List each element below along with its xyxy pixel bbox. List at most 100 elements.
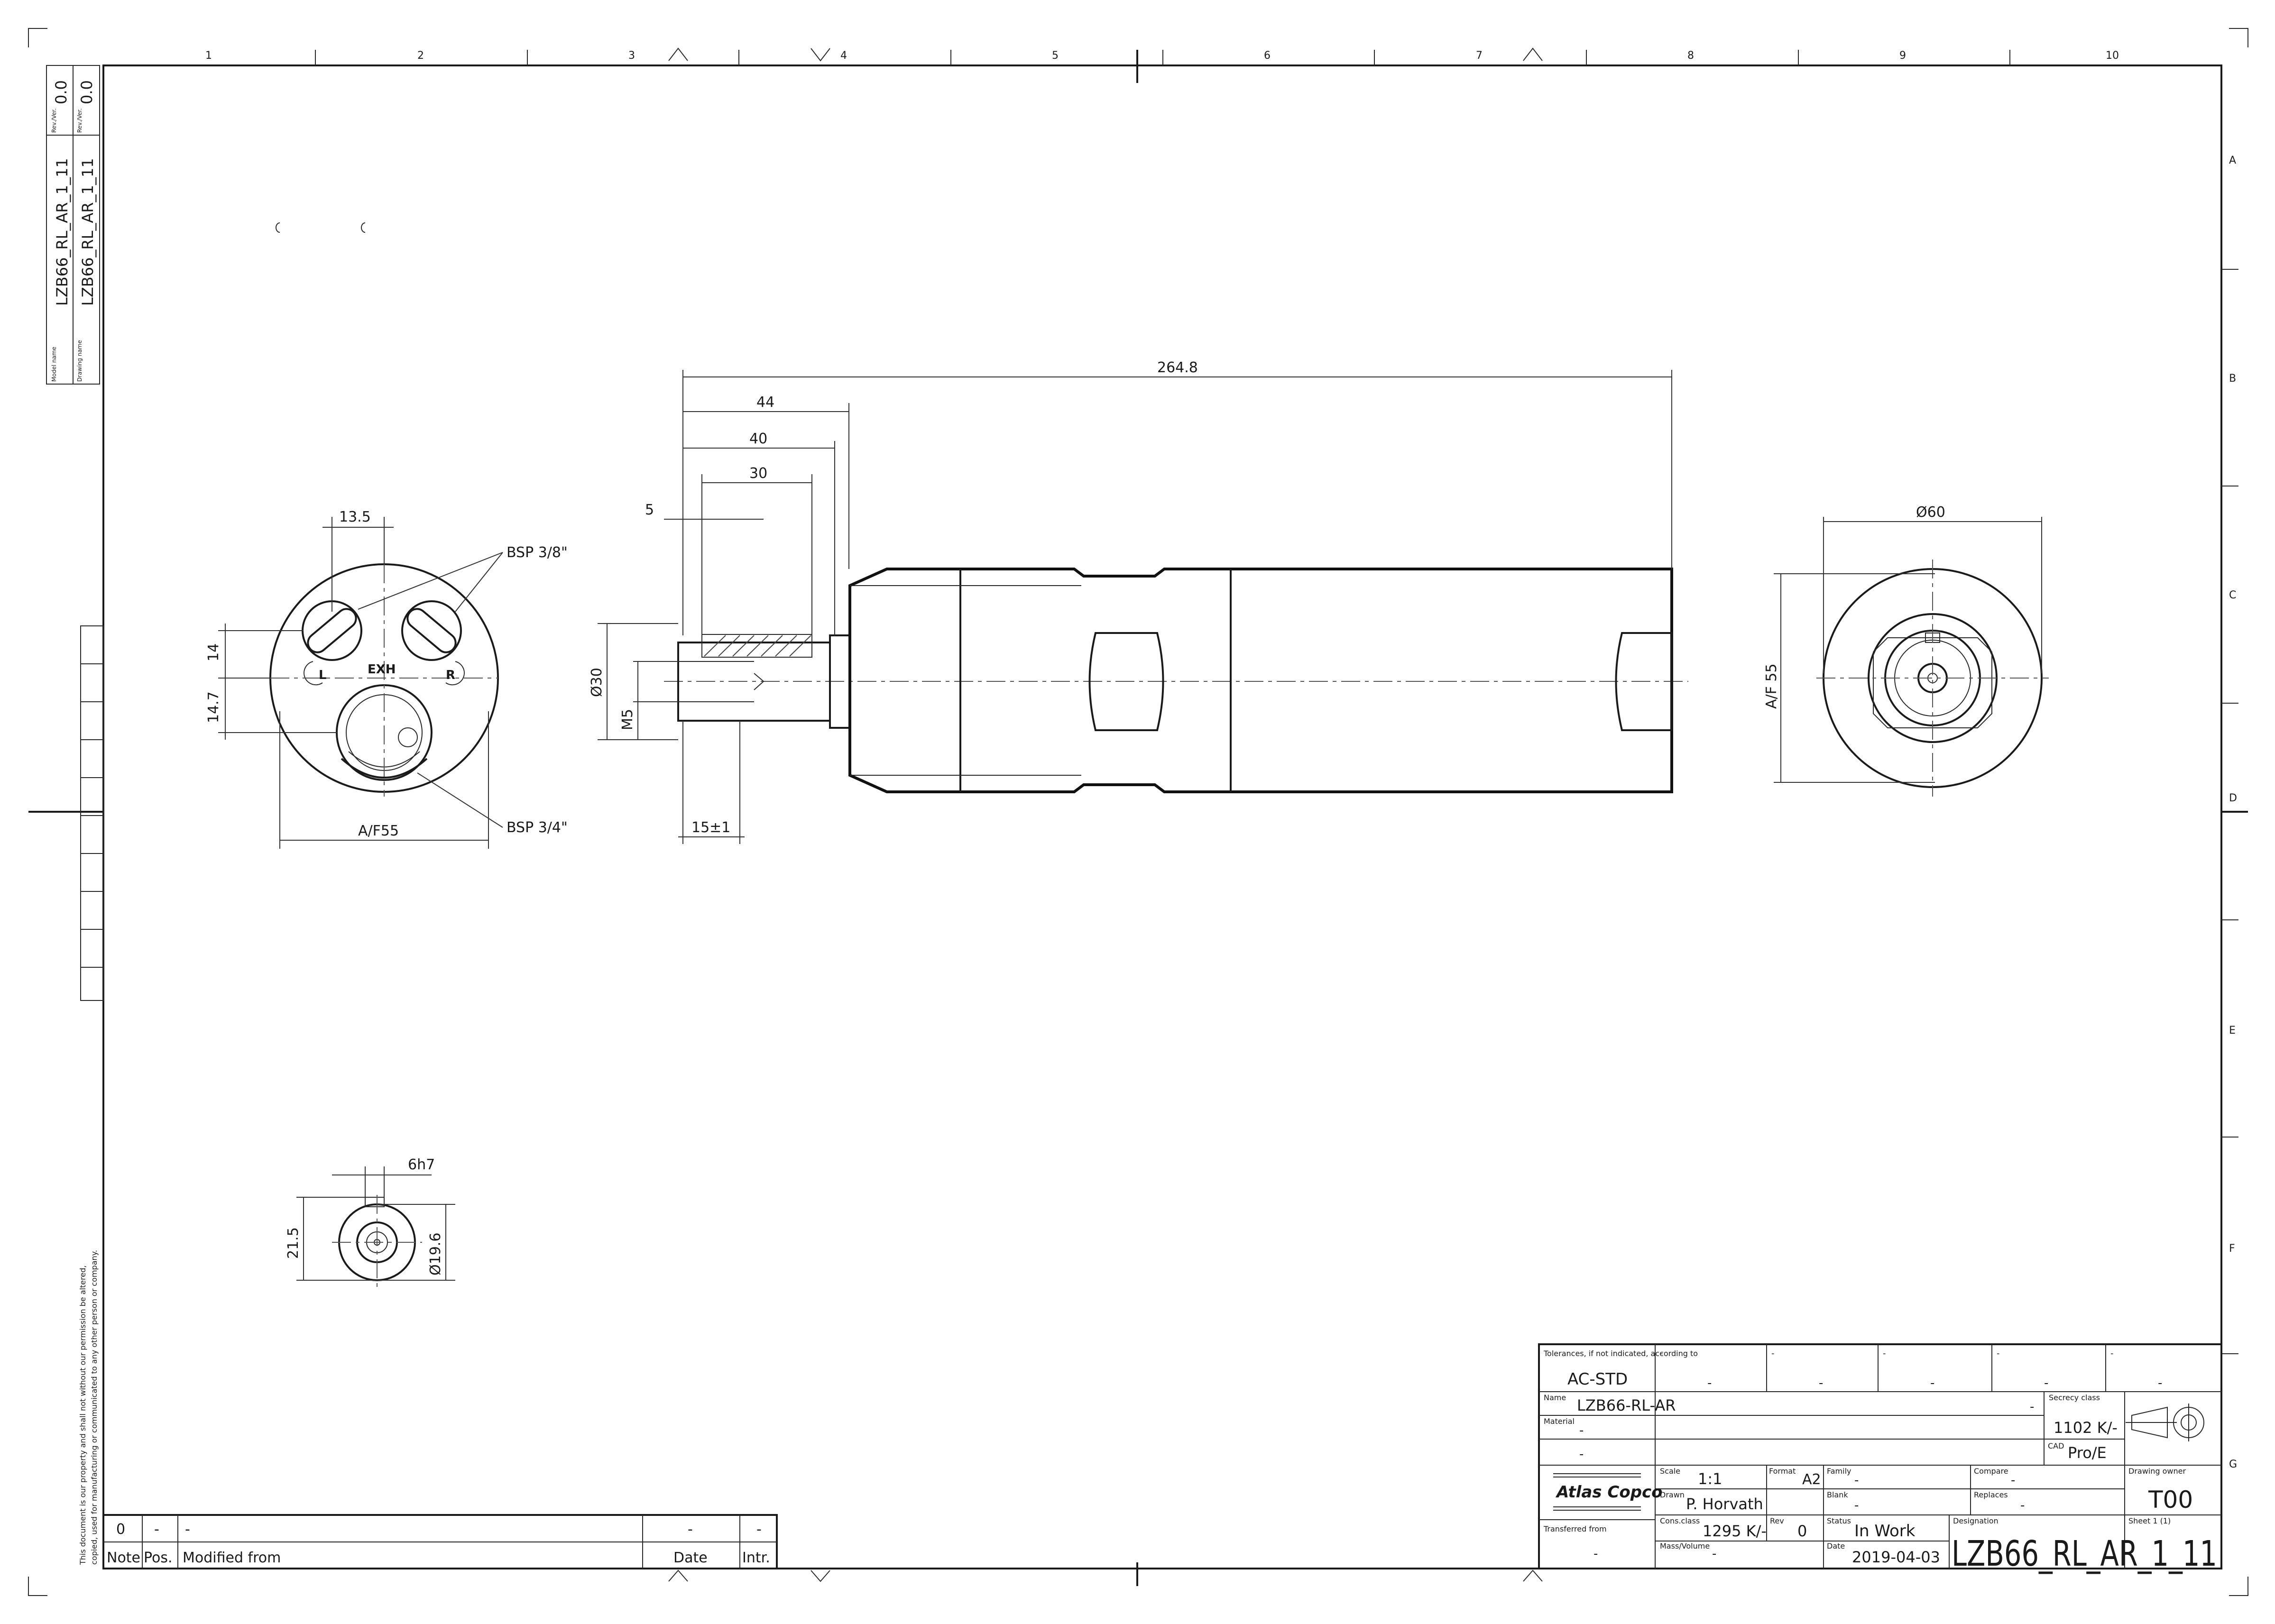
col-label-8: 8 (1687, 50, 1694, 62)
rev-value: 0 (1797, 1522, 1807, 1540)
dim-5: 5 (645, 502, 654, 518)
dim-264-8: 264.8 (1157, 359, 1198, 376)
rev-row-date: - (688, 1521, 693, 1538)
transferred-label: Transferred from (1543, 1524, 1607, 1533)
drawn-value: P. Horvath (1686, 1495, 1763, 1513)
dim-af55-rear: A/F 55 (1763, 663, 1780, 709)
col-label-2: 2 (417, 50, 424, 62)
rev-hdr-modified: Modified from (183, 1550, 281, 1566)
drawing-name-label: Drawing name (76, 340, 83, 382)
port-right-label: R (446, 668, 455, 682)
cad-value: Pro/E (2068, 1444, 2107, 1462)
col-label-5: 5 (1052, 50, 1059, 62)
designation-label: Designation (1953, 1516, 1999, 1525)
column-labels: 1 2 3 4 5 6 7 8 9 10 (205, 50, 2119, 62)
col-label-4: 4 (840, 50, 847, 62)
rev-label-1: Rev./Ver. (51, 108, 57, 133)
crop-marks (28, 28, 2248, 1596)
col-label-6: 6 (1264, 50, 1271, 62)
name-trailing-dash: - (2030, 1400, 2034, 1414)
rear-view: Ø60 A/F 55 (1763, 504, 2049, 797)
rev-hdr-pos: Pos. (144, 1550, 173, 1566)
side-view: 264.8 44 40 30 5 Ø30 M5 15±1 (589, 359, 1688, 844)
replaces-value: - (2020, 1498, 2025, 1513)
family-label: Family (1827, 1467, 1851, 1476)
row-label-f: F (2229, 1243, 2235, 1255)
rev-hdr-date: Date (673, 1550, 708, 1566)
dim-dia60: Ø60 (1916, 504, 1945, 521)
col-label-10: 10 (2106, 50, 2119, 62)
end-view: L EXH R 13.5 14 14.7 A/F55 BSP 3/8" BSP … (205, 509, 568, 849)
format-value: A2 (1802, 1471, 1821, 1488)
dim-40: 40 (749, 431, 767, 447)
col-label-9: 9 (1899, 50, 1906, 62)
port-left-label: L (319, 668, 327, 682)
secrecy-label: Secrecy class (2049, 1393, 2100, 1402)
dim-13-5: 13.5 (339, 509, 371, 525)
row-label-g: G (2229, 1459, 2237, 1470)
designation-value: LZB66_RL_AR_1_11 (1952, 1533, 2217, 1574)
port-right-boss (401, 600, 462, 661)
compare-label: Compare (1974, 1467, 2008, 1476)
dim-dia30: Ø30 (589, 668, 605, 697)
drawing-name-value: LZB66_RL_AR_1_11 (79, 158, 97, 306)
tb-dash-9: - (2044, 1376, 2048, 1390)
dim-15-tol: 15±1 (691, 819, 730, 836)
motor-body (848, 568, 1673, 793)
copyright-line-2: copied, used for manufacturing or commun… (90, 1250, 99, 1565)
name-label: Name (1544, 1393, 1566, 1402)
row-labels: A B C D E F G (2229, 155, 2237, 1470)
rev-label: Rev (1770, 1516, 1784, 1525)
drawn-label: Drawn (1660, 1490, 1685, 1499)
col-label-7: 7 (1476, 50, 1483, 62)
construction-marks (276, 222, 366, 233)
copyright-note: This document is our property and shall … (78, 1250, 99, 1565)
row-label-b: B (2229, 373, 2236, 385)
orientation-marks (668, 47, 1543, 1582)
tb-dash-5: - (2110, 1349, 2114, 1358)
col-label-1: 1 (205, 50, 212, 62)
rev-row-pos: - (154, 1521, 159, 1538)
status-label: Status (1827, 1516, 1851, 1525)
material-value-2: - (1579, 1447, 1584, 1461)
date-label: Date (1827, 1541, 1845, 1551)
blank-value: - (1854, 1498, 1859, 1513)
compare-value: - (2011, 1473, 2015, 1487)
scale-label: Scale (1660, 1467, 1680, 1476)
rev-value-1: 0.0 (52, 80, 70, 104)
revision-block: 0 - - - - Note Pos. Modified from Date I… (102, 1514, 778, 1569)
dim-6h7: 6h7 (408, 1156, 435, 1173)
family-value: - (1854, 1473, 1859, 1487)
owner-value: T00 (2148, 1486, 2193, 1514)
logo-text: Atlas Copco (1555, 1483, 1663, 1502)
row-label-d: D (2229, 792, 2237, 804)
rev-hdr-note: Note (107, 1550, 140, 1566)
body-flat-2 (1615, 632, 1673, 731)
center-marks (28, 50, 2248, 1586)
dim-21-5: 21.5 (285, 1227, 302, 1259)
title-block: Tolerances, if not indicated, according … (1538, 1343, 2222, 1574)
drawing-border (102, 64, 2222, 1569)
transferred-value: - (1593, 1547, 1598, 1561)
key (701, 634, 812, 658)
status-value: In Work (1854, 1522, 1916, 1541)
tolerances-label: Tolerances, if not indicated, according … (1543, 1349, 1698, 1358)
bsp-3-8-label: BSP 3/8" (507, 544, 568, 561)
mass-value: - (1712, 1547, 1716, 1561)
tb-dash-3: - (1883, 1349, 1886, 1358)
tb-dash-7: - (1819, 1376, 1823, 1390)
dim-14-7: 14.7 (205, 691, 222, 723)
scale-value: 1:1 (1698, 1470, 1722, 1488)
row-label-a: A (2229, 155, 2236, 166)
cad-label: CAD (2048, 1441, 2064, 1450)
consclass-value: 1295 K/- (1703, 1522, 1767, 1540)
side-stamp: Model name LZB66_RL_AR_1_11 Drawing name… (46, 65, 100, 385)
zone-ticks-top (315, 50, 2010, 65)
projection-symbol-icon (2126, 1404, 2204, 1441)
punch-strip (80, 625, 104, 1001)
dim-30: 30 (749, 465, 767, 482)
dim-dia19-6: Ø19.6 (427, 1233, 444, 1275)
rev-row-modified: - (185, 1521, 190, 1538)
date-value: 2019-04-03 (1852, 1548, 1940, 1566)
model-name-value: LZB66_RL_AR_1_11 (53, 158, 71, 306)
